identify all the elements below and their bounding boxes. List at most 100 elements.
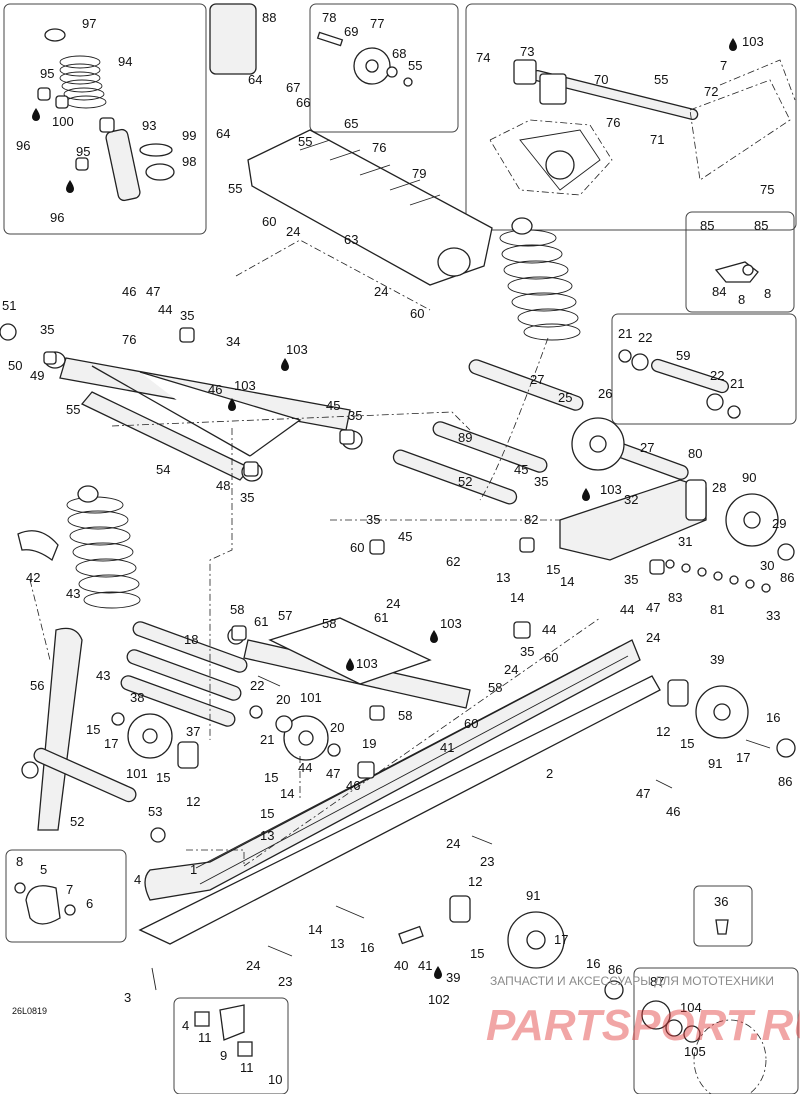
callout-22-a: 22 [638, 330, 652, 345]
callout-17-c: 17 [554, 932, 568, 947]
callout-50: 50 [8, 358, 22, 373]
callout-82: 82 [524, 512, 538, 527]
callout-46-a: 46 [122, 284, 136, 299]
assembly-lines [29, 239, 601, 867]
callout-51: 51 [2, 298, 16, 313]
callout-87: 87 [650, 974, 664, 989]
callout-16-c: 16 [586, 956, 600, 971]
detail-box-idler-wheel [633, 967, 799, 1094]
callout-22-b: 22 [710, 368, 724, 383]
callout-24-d: 24 [646, 630, 660, 645]
detail-box-axle [611, 313, 797, 425]
callout-42: 42 [26, 570, 40, 585]
callout-55-b: 55 [654, 72, 668, 87]
callout-46-b: 46 [208, 382, 222, 397]
callout-73: 73 [520, 44, 534, 59]
callout-64-b: 64 [216, 126, 230, 141]
callout-27-b: 27 [640, 440, 654, 455]
callout-59: 59 [676, 348, 690, 363]
callout-17-b: 17 [736, 750, 750, 765]
callout-96: 96 [16, 138, 30, 153]
callout-45-a: 45 [326, 398, 340, 413]
callout-60-e: 60 [464, 716, 478, 731]
callout-41-b: 41 [418, 958, 432, 973]
callout-35-b: 35 [40, 322, 54, 337]
callout-54: 54 [156, 462, 170, 477]
callout-103-c: 103 [234, 378, 256, 393]
callout-20-b: 20 [330, 720, 344, 735]
callout-58-c: 58 [488, 680, 502, 695]
callout-12-b: 12 [656, 724, 670, 739]
callout-31: 31 [678, 534, 692, 549]
wheels [127, 417, 779, 969]
callout-47-b: 47 [646, 600, 660, 615]
callout-60-c: 60 [350, 540, 364, 555]
callout-103-f: 103 [356, 656, 378, 671]
callout-53: 53 [148, 804, 162, 819]
callout-47-d: 47 [636, 786, 650, 801]
callout-60-b: 60 [410, 306, 424, 321]
callout-39-a: 39 [710, 652, 724, 667]
callout-55-e: 55 [66, 402, 80, 417]
front-arm-34 [44, 351, 363, 482]
callout-49: 49 [30, 368, 44, 383]
callout-41-a: 41 [440, 740, 454, 755]
callout-7-b: 7 [66, 882, 73, 897]
callout-26: 26 [598, 386, 612, 401]
detail-box-slider-end [5, 849, 127, 943]
callout-14-b: 14 [510, 590, 524, 605]
callout-60-d: 60 [544, 650, 558, 665]
callout-55-a: 55 [408, 58, 422, 73]
callout-46-d: 46 [666, 804, 680, 819]
callout-97: 97 [82, 16, 96, 31]
callout-15-e: 15 [260, 806, 274, 821]
callout-103-a: 103 [742, 34, 764, 49]
callout-labels: 97 94 95 100 93 99 96 95 98 96 88 78 77 … [2, 10, 794, 1087]
callout-81: 81 [710, 602, 724, 617]
callout-19: 19 [362, 736, 376, 751]
callout-35-g: 35 [624, 572, 638, 587]
callout-99: 99 [182, 128, 196, 143]
callout-24-b: 24 [374, 284, 388, 299]
callout-7-a: 7 [720, 58, 727, 73]
swing-arm-56 [21, 627, 137, 831]
diagram-reference-code: 26L0819 [12, 1006, 47, 1016]
callout-29: 29 [772, 516, 786, 531]
callout-32: 32 [624, 492, 638, 507]
callout-16-b: 16 [360, 940, 374, 955]
callout-96b: 96 [50, 210, 64, 225]
callout-58-a: 58 [230, 602, 244, 617]
callout-35-a: 35 [180, 308, 194, 323]
callout-24-e: 24 [504, 662, 518, 677]
callout-104: 104 [680, 1000, 702, 1015]
callout-5: 5 [40, 862, 47, 877]
callout-24-g: 24 [246, 958, 260, 973]
front-shock-absorber [66, 485, 141, 609]
callout-72: 72 [704, 84, 718, 99]
callout-70: 70 [594, 72, 608, 87]
callout-21-c: 21 [260, 732, 274, 747]
callout-14-a: 14 [560, 574, 574, 589]
callout-65: 65 [344, 116, 358, 131]
callout-101-b: 101 [126, 766, 148, 781]
callout-78: 78 [322, 10, 336, 25]
callout-94: 94 [118, 54, 132, 69]
callout-28: 28 [712, 480, 726, 495]
watermark-logo-text: PARTSPORT.RU [486, 1001, 800, 1050]
callout-71: 71 [650, 132, 664, 147]
callout-55-d: 55 [228, 181, 242, 196]
callout-24-a: 24 [286, 224, 300, 239]
callout-83: 83 [668, 590, 682, 605]
callout-88: 88 [262, 10, 276, 25]
callout-33: 33 [766, 608, 780, 623]
callout-34: 34 [226, 334, 240, 349]
detail-box-shock-spring [3, 3, 207, 235]
callout-63: 63 [344, 232, 358, 247]
callout-15-c: 15 [156, 770, 170, 785]
callout-44-c: 44 [542, 622, 556, 637]
detail-box-slider-stopper [173, 997, 289, 1094]
callout-6: 6 [86, 896, 93, 911]
callout-44-d: 44 [298, 760, 312, 775]
callout-93: 93 [142, 118, 156, 133]
